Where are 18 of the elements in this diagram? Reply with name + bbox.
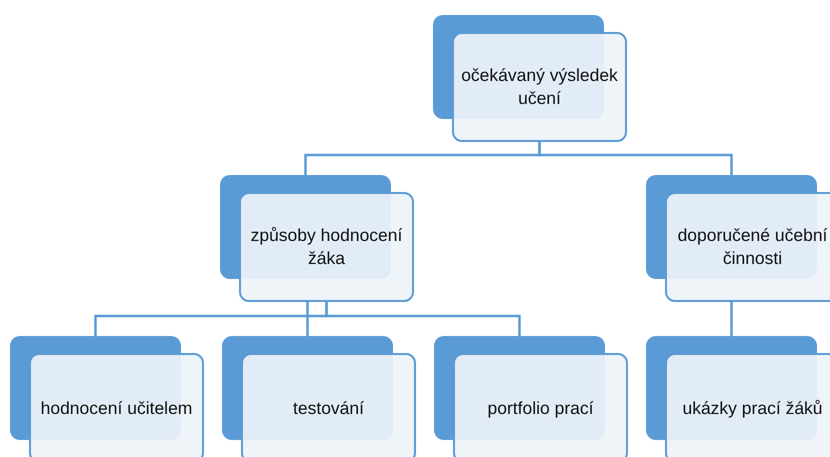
connector-line bbox=[325, 302, 521, 336]
connector-line bbox=[538, 142, 733, 175]
node-label: hodnocení učitelem bbox=[40, 396, 194, 420]
process-box bbox=[646, 336, 830, 457]
node-label: portfolio prací bbox=[486, 396, 595, 420]
process-box bbox=[222, 336, 416, 457]
process-box bbox=[433, 15, 627, 142]
connector-line bbox=[306, 302, 309, 336]
process-box bbox=[10, 336, 204, 457]
process-box bbox=[220, 175, 414, 302]
process-box bbox=[646, 175, 830, 302]
process-box bbox=[434, 336, 628, 457]
node-label: ukázky prací žáků bbox=[681, 396, 824, 420]
connector-line bbox=[730, 302, 733, 336]
node-label: doporučené učební činnosti bbox=[676, 224, 828, 270]
node-label: testování bbox=[292, 396, 366, 420]
node-label: způsoby hodnocení žáka bbox=[250, 224, 404, 270]
node-label: očekávaný výsledek učení bbox=[460, 64, 619, 110]
